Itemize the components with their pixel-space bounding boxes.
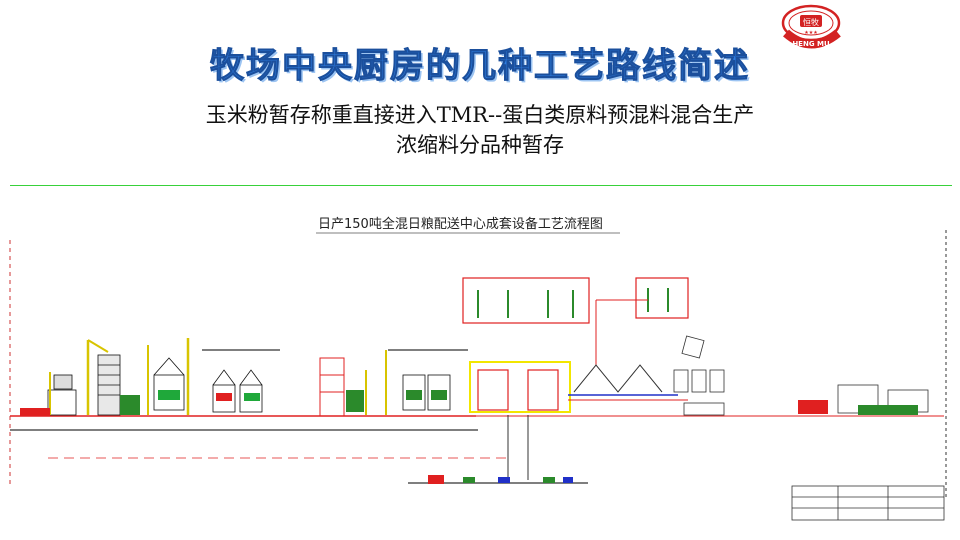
unit-silo-1 xyxy=(147,345,185,415)
unit-mixer-bay xyxy=(385,349,468,415)
unit-central-building xyxy=(408,361,588,484)
subtitle-line-2: 浓缩料分品种暂存 xyxy=(396,133,564,157)
process-flow-drawing xyxy=(9,230,947,521)
svg-text:HENG MU: HENG MU xyxy=(792,40,830,48)
bottom-units xyxy=(428,475,573,484)
subtitle-line-1: 玉米粉暂存称重直接进入TMR--蛋白类原料预混料混合生产 xyxy=(205,103,755,127)
unit-elevator-1 xyxy=(86,339,140,416)
unit-receiving xyxy=(20,372,77,416)
unit-packaging xyxy=(673,335,725,416)
unit-silo-2 xyxy=(186,338,280,415)
diagram-title: 日产150吨全混日粮配送中心成套设备工艺流程图 xyxy=(318,217,603,232)
link-line xyxy=(595,299,648,365)
detail-box-1 xyxy=(462,277,590,324)
detail-box-2 xyxy=(635,277,689,319)
unit-tower-red xyxy=(319,357,367,417)
divider-line xyxy=(10,185,952,186)
unit-loading xyxy=(798,384,929,415)
svg-text:★★★: ★★★ xyxy=(804,30,818,36)
slide-title: 牧场中央厨房的几种工艺路线简述 xyxy=(210,46,750,87)
unit-hoppers xyxy=(568,364,688,401)
drawing-title-block xyxy=(791,485,945,521)
hengmu-logo: 恒牧 ★★★ HENG MU xyxy=(781,4,841,49)
svg-text:恒牧: 恒牧 xyxy=(803,17,819,27)
